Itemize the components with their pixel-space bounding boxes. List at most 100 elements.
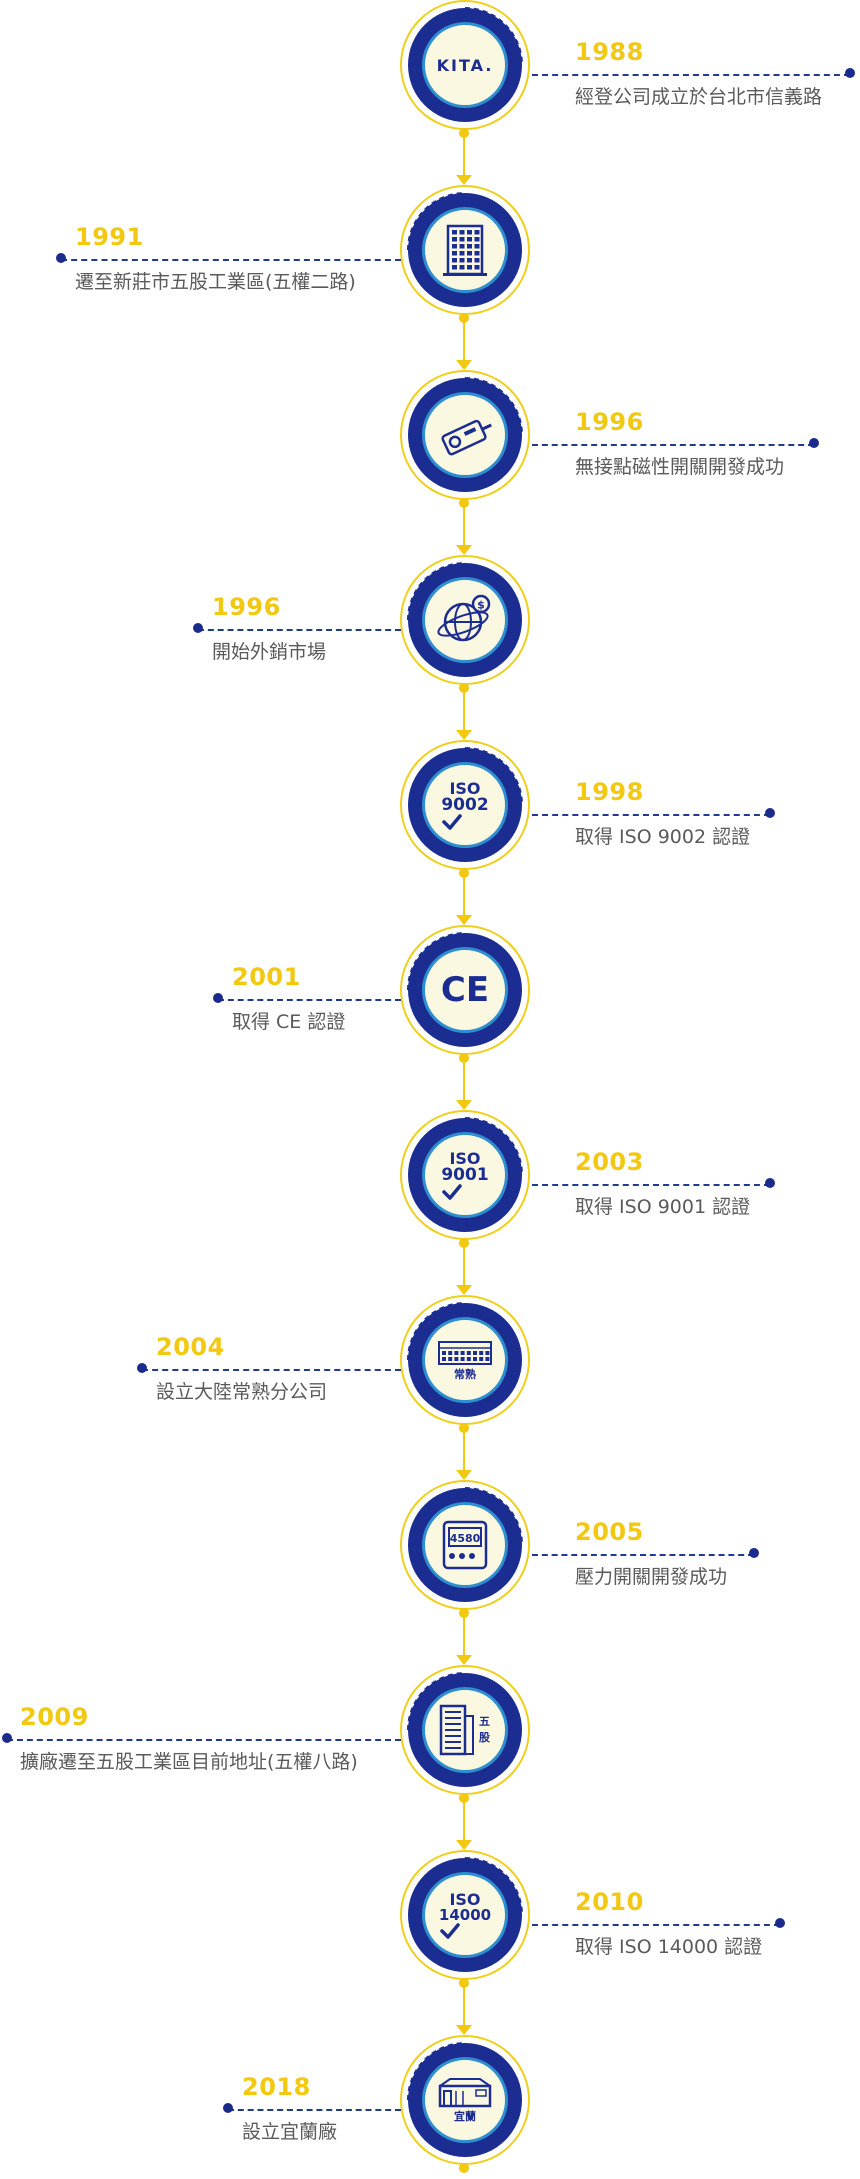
connector-arrow-icon <box>456 915 472 925</box>
node-icon-holder: KITA. <box>422 22 508 108</box>
timeline-node: 宜蘭 <box>400 2035 530 2165</box>
timeline-connector-line <box>532 74 850 76</box>
connector-dot <box>459 1793 469 1803</box>
node-icon-holder: 常熟 <box>422 1317 508 1403</box>
timeline-year: 1988 <box>575 38 644 66</box>
timeline-connector-line <box>532 1184 770 1186</box>
iso-number: 9002 <box>441 794 489 815</box>
vertical-connector <box>463 1061 465 1102</box>
timeline-connector-line <box>198 629 401 631</box>
timeline-year: 2018 <box>242 2073 311 2101</box>
connector-dot <box>459 1608 469 1618</box>
timeline-description: 遷至新莊市五股工業區(五權二路) <box>75 271 356 293</box>
connector-dot <box>459 1238 469 1248</box>
node-icon-holder <box>422 392 508 478</box>
timeline-description: 取得 ISO 9001 認證 <box>575 1196 751 1218</box>
timeline-year: 2003 <box>575 1148 644 1176</box>
timeline-node: 五股 <box>400 1665 530 1795</box>
iso-number: 14000 <box>438 1905 492 1924</box>
timeline-end-dot <box>749 1548 759 1558</box>
timeline-description: 擴廠遷至五股工業區目前地址(五權八路) <box>20 1751 358 1773</box>
timeline-year: 2009 <box>20 1703 89 1731</box>
connector-dot <box>459 1053 469 1063</box>
timeline-end-dot <box>193 623 203 633</box>
timeline-description: 設立宜蘭廠 <box>242 2121 338 2143</box>
node-icon-holder: $ <box>422 577 508 663</box>
building-label: 五股 <box>479 1714 490 1745</box>
timeline-end-dot <box>2 1733 12 1743</box>
vertical-connector <box>463 321 465 362</box>
iso-label: ISO <box>449 778 481 798</box>
node-icon-holder: CE <box>422 947 508 1033</box>
connector-arrow-icon <box>456 545 472 555</box>
check-icon <box>441 1183 488 1200</box>
vertical-connector <box>463 1246 465 1287</box>
connector-dot <box>459 128 469 138</box>
gauge-readout: 4580 <box>450 1532 481 1545</box>
timeline-node: 4580 <box>400 1480 530 1610</box>
timeline-end-dot <box>809 438 819 448</box>
kita-logo: KITA. <box>436 55 494 75</box>
connector-dot <box>459 1423 469 1433</box>
timeline-end-dot <box>775 1918 785 1928</box>
connector-dot <box>459 313 469 323</box>
connector-dot <box>459 1978 469 1988</box>
connector-arrow-icon <box>456 1840 472 1850</box>
timeline-end-dot <box>845 68 855 78</box>
node-icon-holder <box>422 207 508 293</box>
connector-dot <box>459 683 469 693</box>
check-icon <box>441 813 488 830</box>
connector-dot <box>459 2163 469 2173</box>
vertical-connector <box>463 691 465 732</box>
connector-arrow-icon <box>456 2025 472 2035</box>
vertical-connector <box>463 1616 465 1657</box>
timeline-node <box>400 185 530 315</box>
node-icon-holder: 宜蘭 <box>422 2057 508 2143</box>
iso-number: 9001 <box>441 1164 489 1185</box>
timeline-year: 2010 <box>575 1888 644 1916</box>
timeline-end-dot <box>213 993 223 1003</box>
tower-building-icon: 五股 <box>437 1702 493 1758</box>
timeline-end-dot <box>137 1363 147 1373</box>
connector-dot <box>459 498 469 508</box>
svg-text:$: $ <box>477 599 485 612</box>
ce-mark: CE <box>440 970 490 1010</box>
timeline-year: 2001 <box>232 963 301 991</box>
timeline-description: 取得 ISO 9002 認證 <box>575 826 751 848</box>
connector-arrow-icon <box>456 360 472 370</box>
sensor-switch-icon <box>435 405 495 465</box>
timeline-connector-line <box>142 1369 401 1371</box>
vertical-connector <box>463 506 465 547</box>
building-icon <box>440 222 490 278</box>
timeline-end-dot <box>56 253 66 263</box>
connector-arrow-icon <box>456 730 472 740</box>
timeline-node: CE <box>400 925 530 1055</box>
timeline-description: 取得 ISO 14000 認證 <box>575 1936 763 1958</box>
globe-plane-icon: $ <box>435 590 495 650</box>
timeline-description: 開始外銷市場 <box>212 641 327 663</box>
pressure-switch-icon: 4580 <box>436 1516 494 1574</box>
timeline-connector-line <box>228 2109 401 2111</box>
timeline-year: 2004 <box>156 1333 225 1361</box>
node-icon-holder: 4580 <box>422 1502 508 1588</box>
connector-arrow-icon <box>456 1100 472 1110</box>
timeline-node: 常熟 <box>400 1295 530 1425</box>
timeline-description: 無接點磁性開關開發成功 <box>575 456 785 478</box>
timeline-end-dot <box>223 2103 233 2113</box>
timeline-connector-line <box>532 1554 754 1556</box>
timeline-end-dot <box>765 1178 775 1188</box>
iso-label: ISO <box>449 1889 481 1909</box>
connector-dot <box>459 868 469 878</box>
timeline-node <box>400 370 530 500</box>
connector-arrow-icon <box>456 1470 472 1480</box>
timeline-connector-line <box>7 1739 401 1741</box>
